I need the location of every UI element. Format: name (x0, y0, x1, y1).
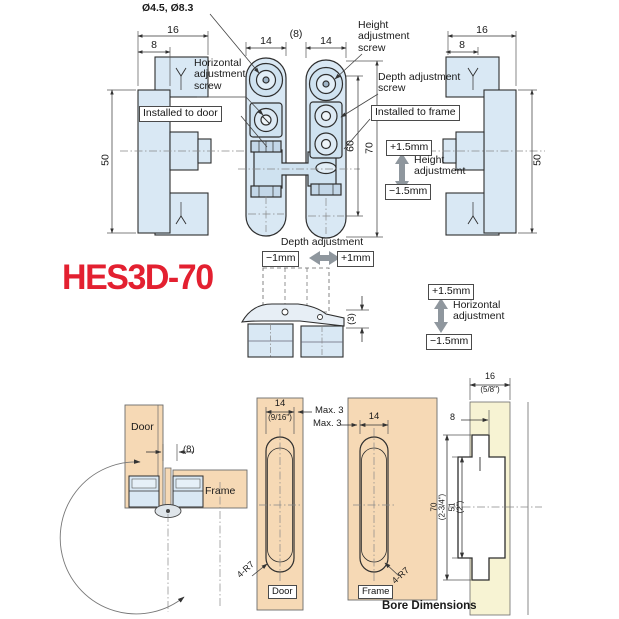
profile-offset-dim: 8 (450, 412, 456, 422)
dim-left-leaf-width: 14 (260, 35, 272, 47)
profile-inner-length-dim: 51 (2") (447, 500, 465, 514)
installation-frame-label: Frame (205, 485, 236, 497)
installed-to-door-tag: Installed to door (139, 106, 222, 122)
frame-bore-drawing (341, 397, 438, 601)
height-adjust-arrow-icon (395, 153, 409, 192)
frame-bore-max-gap: Max. 3 (313, 418, 342, 429)
dim-right-view-inset: 8 (459, 39, 465, 51)
height-adjust-label: Height adjustment (414, 154, 466, 178)
depth-adjust-title: Depth adjustment (280, 236, 364, 248)
depth-adjust-arrow-icon (309, 251, 340, 265)
product-model-title: HES3D-70 (62, 258, 214, 297)
diameter-note: Ø4.5, Ø8.3 (142, 2, 194, 14)
door-swing-arc (59, 459, 185, 615)
callout-height-screw: Height adjustment screw (358, 19, 410, 54)
horizontal-adjust-plus-value: +1.5mm (428, 284, 475, 300)
horizontal-adjust-figure (240, 267, 369, 358)
horizontal-adjust-arrow-icon (434, 298, 448, 333)
callout-horizontal-screw: Horizontal adjustment screw (194, 57, 246, 92)
profile-length-dim: 70 (2-3/4") (429, 493, 447, 521)
depth-adjust-minus-value: −1mm (262, 251, 300, 267)
installation-door-label: Door (131, 421, 154, 433)
depth-adjust-plus-value: +1mm (337, 251, 375, 267)
dim-right-leaf-width: 14 (320, 35, 332, 47)
bore-dimensions-title: Bore Dimensions (382, 600, 477, 612)
profile-width-dim: 16 (484, 371, 495, 381)
dim-left-view-width: 16 (167, 24, 179, 36)
door-bore-drawing (251, 397, 312, 611)
callout-depth-screw: Depth adjustment screw (378, 71, 461, 95)
front-view-dimension-lines (245, 42, 383, 238)
horizontal-adjust-minus-value: −1.5mm (426, 334, 473, 350)
callout-leader-lines (197, 13, 379, 150)
door-bore-max-gap: Max. 3 (315, 405, 344, 416)
dim-plate-thickness: (3) (346, 313, 358, 325)
dim-left-view-inset: 8 (151, 39, 157, 51)
left-side-view-dimension-lines (107, 31, 209, 234)
installation-section-drawing (59, 404, 248, 615)
frame-bore-tag: Frame (358, 585, 394, 600)
dim-left-view-height: 50 (99, 154, 112, 166)
height-adjust-minus-value: −1.5mm (385, 184, 432, 200)
profile-width-inch-dim: (5/8") (480, 385, 500, 394)
front-view-centerlines (238, 168, 360, 234)
installation-gap-dim: (8) (183, 444, 195, 455)
height-adjust-plus-value: +1.5mm (386, 140, 433, 156)
dim-leaf-height: 70 (363, 142, 376, 154)
horizontal-adjust-label: Horizontal adjustment (453, 299, 505, 323)
door-bore-tag: Door (268, 585, 297, 600)
installed-to-frame-tag: Installed to frame (371, 105, 460, 121)
dim-screw-pitch: 60 (344, 140, 357, 152)
front-view-drawing (245, 57, 347, 239)
dim-leaf-gap: (8) (289, 28, 303, 40)
frame-profile-drawing (443, 378, 542, 616)
frame-bore-width: 14 (368, 411, 380, 422)
dim-right-view-height: 50 (531, 154, 544, 166)
dim-right-view-width: 16 (476, 24, 488, 36)
right-side-view-dimension-lines (445, 31, 537, 234)
door-bore-width-inch: (9/16") (268, 413, 292, 422)
door-bore-width: 14 (274, 398, 286, 409)
